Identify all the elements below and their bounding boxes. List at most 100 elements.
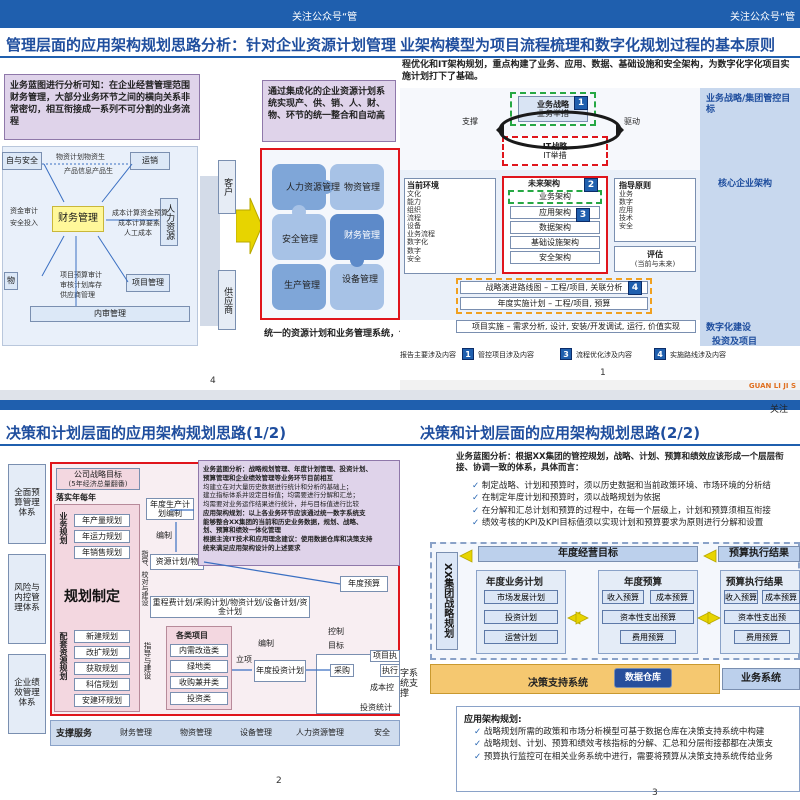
exec-item-button[interactable]: 费用预算	[734, 630, 790, 644]
slide-architecture-principles[interactable]: 关注公众号“管 业架构模型为项目流程梳理和数字化规划过程的基本原则 程优化和IT…	[400, 0, 800, 390]
future-arch-title: 未来架构	[528, 179, 560, 188]
customer-box[interactable]: 客户	[218, 160, 236, 214]
side-performance-system[interactable]: 企业绩效管理体系	[8, 654, 46, 734]
yearly-prod-box[interactable]: 年度生产计划编制	[146, 498, 194, 520]
blueprint-head: 业务蓝图分析：根据XX集团的管控规划，战略、计划、预算和绩效应该形成一个层层衔接…	[456, 452, 784, 474]
assoc-item[interactable]: 新建规划	[74, 630, 130, 643]
proj-item[interactable]: 收购兼并类	[170, 676, 228, 689]
arch-layer-infra[interactable]: 基础设施架构	[510, 236, 600, 249]
env-item: 安全	[407, 254, 421, 263]
arch-layer-data[interactable]: 数据架构	[510, 221, 600, 234]
tiny-note: 成本计算资金预算	[112, 209, 168, 217]
legend-badge-3: 3	[560, 348, 572, 360]
yearly-budget-box[interactable]: 年度预算	[340, 576, 388, 592]
impl-box[interactable]: 项目实施 – 需求分析, 设计, 安装/开发调试, 运行, 价值实现	[456, 320, 696, 333]
title-divider	[400, 56, 800, 58]
data-warehouse-box[interactable]: 数据仓库	[614, 668, 672, 688]
current-env-box[interactable]: 当前环境 文化 能力 组织 流程 设备 业务流程 数字化 数字 安全	[404, 178, 496, 274]
finance-box[interactable]: 财务管理	[52, 206, 104, 232]
hr-box[interactable]: 人力资源	[160, 198, 178, 246]
biz-plan-item[interactable]: 年运力规划	[74, 530, 130, 543]
roadmap-box[interactable]: 战略演进路线图 – 工程/项目, 关联分析	[460, 281, 648, 294]
follow-note: 关注公众号“管	[730, 12, 796, 23]
proj-exec-box[interactable]: 项目执	[370, 650, 400, 662]
flow-arrows	[170, 509, 341, 671]
biz-plan-item[interactable]: 年产量规划	[74, 514, 130, 527]
slide-decision-planning-2[interactable]: 关注 决策和计划层面的应用架构规划思路(2/2) 业务蓝图分析：根据XX集团的管…	[400, 400, 800, 800]
resource-plan-box[interactable]: 资源计划/物	[150, 554, 204, 570]
inventory-short-box[interactable]: 物	[4, 272, 18, 290]
assoc-item[interactable]: 获取规划	[74, 662, 130, 675]
puzzle-production: 生产管理	[284, 281, 321, 291]
arch-layer-security[interactable]: 安全架构	[510, 251, 600, 264]
eval-box[interactable]: 评估 (当前与未来)	[614, 246, 696, 272]
analysis-callout-left: 业务蓝图进行分析可知：在企业经营管理范围财务管理，大部分业务环节之间的横向关系非…	[4, 74, 200, 140]
slide-decision-planning-1[interactable]: 决策和计划层面的应用架构规划思路(1/2) 全面预算管理体系 风险与内控管理体系…	[0, 400, 400, 800]
purchase-box[interactable]: 采购	[330, 664, 354, 677]
env-item: 流程	[407, 214, 421, 223]
biz-item-button[interactable]: 市场发展计划	[484, 590, 558, 604]
assoc-item[interactable]: 科信规划	[74, 678, 130, 691]
support-item[interactable]: 安全	[374, 728, 390, 737]
tiny-note: 物资计划物资生	[56, 153, 105, 161]
legend-badge-4: 4	[654, 348, 666, 360]
exec-box[interactable]: 执行	[380, 664, 400, 677]
callout-line: 预算管理和企业绩效管理等业务环节目前相互	[203, 473, 333, 482]
assoc-item[interactable]: 改扩规划	[74, 646, 130, 659]
group-strategy-box[interactable]: XX集团战略规划	[436, 552, 458, 650]
exec-item-button[interactable]: 收入预算	[724, 590, 758, 604]
puzzle-material: 物资管理	[344, 183, 381, 193]
guide-box[interactable]: 指导原则 业务 数字 应用 技术 安全	[614, 178, 696, 242]
target-label: 目标	[328, 641, 344, 650]
budget-item-button[interactable]: 费用预算	[620, 630, 676, 644]
page-number: 2	[276, 776, 282, 786]
list-item: 战略规划所需的政策和市场分析模型可基于数据仓库在决策支持系统中构建	[474, 726, 798, 738]
budget-item-button[interactable]: 收入预算	[602, 590, 644, 604]
callout-line: 划、预算和绩效一体化管理	[203, 526, 281, 535]
safety-box[interactable]: 自与安全	[2, 152, 42, 170]
annual-plan-box[interactable]: 年度实施计划 – 工程/项目, 预算	[460, 297, 648, 310]
it-strategy-label: IT战略	[542, 141, 568, 151]
env-item: 文化	[407, 190, 421, 199]
arch-layer-business[interactable]: 业务架构	[508, 190, 602, 204]
current-env-title: 当前环境	[407, 181, 439, 190]
cost-plan-box[interactable]: 重程费计划/采购计划/物资计划/设备计划/资金计划	[150, 596, 310, 618]
side-budget-system[interactable]: 全面预算管理体系	[8, 464, 46, 544]
biz-item-button[interactable]: 运营计划	[484, 630, 558, 644]
supplier-box[interactable]: 供应商	[218, 270, 236, 330]
page-number: 1	[600, 368, 606, 378]
budget-item-button[interactable]: 成本预算	[650, 590, 694, 604]
budget-item-button[interactable]: 资本性支出预算	[602, 610, 694, 624]
page-number: 3	[652, 788, 658, 798]
biz-sys-box[interactable]: 业务系统	[722, 668, 800, 690]
project-box[interactable]: 项目管理	[126, 274, 170, 292]
support-item[interactable]: 财务管理	[120, 728, 152, 737]
exec-item-button[interactable]: 资本性支出预	[724, 610, 800, 624]
guide-build-label: 指导与建设	[143, 642, 152, 680]
it-strategy-box[interactable]: IT战略 IT举措	[502, 136, 608, 166]
biz-item-button[interactable]: 投资计划	[484, 610, 558, 624]
badge-3: 3	[576, 208, 590, 222]
yearly-target-box[interactable]: 年度经营目标	[478, 546, 698, 562]
legend-0: 报告主要涉及内容	[400, 351, 456, 359]
transport-box[interactable]: 运销	[130, 152, 170, 170]
exec-item-button[interactable]: 成本预算	[762, 590, 800, 604]
side-risk-system[interactable]: 风险与内控管理体系	[8, 554, 46, 644]
support-item[interactable]: 设备管理	[240, 728, 272, 737]
slide-resource-planning[interactable]: 关注公众号“管 管理层面的应用架构规划思路分析：针对企业资源计划管理 业务蓝图进…	[0, 0, 400, 390]
callout-line: 建立指标体系并设定目标值；均需要进行分解和汇总；	[203, 491, 359, 500]
audit-box[interactable]: 内审管理	[30, 306, 190, 322]
puzzle-hr: 人力资源管理	[286, 183, 341, 193]
digital-label: 数字化建设	[706, 323, 752, 333]
assoc-item[interactable]: 安建环规划	[74, 694, 130, 707]
proj-item[interactable]: 内需改造类	[170, 644, 228, 657]
biz-plan-item[interactable]: 年销售规划	[74, 546, 130, 559]
yearly-invest-box[interactable]: 年度投资计划	[254, 660, 306, 682]
legend-2: 流程优化涉及内容	[576, 351, 632, 359]
proj-item[interactable]: 绿地类	[170, 660, 228, 673]
proj-item[interactable]: 投资类	[170, 692, 228, 705]
support-item[interactable]: 物资管理	[180, 728, 212, 737]
corp-target-box[interactable]: 公司战略目标 (5年经济总量翻番)	[56, 468, 140, 490]
framework-arrows	[459, 549, 721, 625]
support-item[interactable]: 人力资源管理	[296, 728, 344, 737]
